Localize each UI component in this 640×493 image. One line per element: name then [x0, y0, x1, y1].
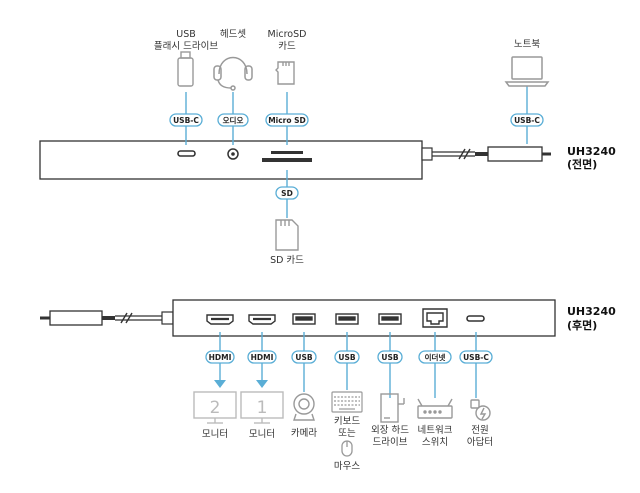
- rear-usb1-port: [292, 313, 316, 325]
- keyboard-icon: [331, 391, 363, 413]
- power-adapter-icon: [470, 399, 491, 421]
- svg-text:SD: SD: [281, 189, 293, 198]
- usb-flash-label-2: 플래시 드라이브: [154, 41, 218, 52]
- rear-view: UH3240 (후면) HDMI HDMI USB: [40, 299, 616, 472]
- rear-usb3-pill: USB: [377, 350, 403, 364]
- monitor-1-label: 모니터: [249, 429, 275, 440]
- front-microsd-pill: Micro SD: [265, 113, 309, 127]
- front-audio-port: [227, 148, 239, 160]
- front-usbc-pill: USB-C: [169, 113, 203, 127]
- camera-icon: [293, 393, 315, 421]
- camera-label: 카메라: [291, 428, 317, 439]
- svg-text:Micro SD: Micro SD: [268, 116, 306, 125]
- svg-text:USB-C: USB-C: [463, 353, 489, 362]
- monitor-2-icon: [193, 391, 237, 424]
- rear-side-label: (후면): [567, 318, 597, 332]
- svg-text:HDMI: HDMI: [251, 353, 274, 362]
- rear-usb1-pill: USB: [291, 350, 317, 364]
- power-adapter-label-2: 아답터: [467, 436, 493, 448]
- mouse-icon: [341, 440, 353, 457]
- monitor-2-number: 2: [210, 398, 221, 418]
- rear-usb3-port: [378, 313, 402, 325]
- rear-ethernet-pill: 이더넷: [418, 350, 452, 364]
- front-usbc-port: [177, 150, 196, 157]
- svg-text:USB: USB: [295, 353, 312, 362]
- monitor-2-label: 모니터: [202, 429, 228, 440]
- network-switch-label-1: 네트워크: [418, 425, 453, 436]
- svg-text:이더넷: 이더넷: [425, 352, 446, 362]
- front-laptop-pill: USB-C: [510, 113, 544, 127]
- network-switch-label-2: 스위치: [422, 436, 448, 448]
- rear-hub-body: [172, 299, 556, 337]
- or-label: 또는: [338, 428, 356, 439]
- rear-usb2-pill: USB: [334, 350, 360, 364]
- front-hub-body: [39, 140, 423, 180]
- front-model-label: UH3240: [567, 145, 616, 158]
- power-adapter-label-1: 전원: [471, 425, 488, 436]
- rear-hdmi1-port: [206, 314, 234, 325]
- ext-drive-label-2: 드라이브: [373, 437, 408, 448]
- rear-ethernet-port: [422, 308, 448, 328]
- rear-usb2-port: [335, 313, 359, 325]
- rear-cable: [40, 310, 174, 326]
- rear-hdmi2-pill: HDMI: [247, 350, 277, 364]
- sd-card-icon: [275, 219, 299, 251]
- monitor-1-number: 1: [257, 398, 268, 418]
- mouse-label: 마우스: [334, 461, 360, 472]
- usb-flash-label-1: USB: [176, 29, 196, 40]
- network-switch-icon: [417, 398, 453, 419]
- front-sd-pill: SD: [275, 186, 299, 200]
- svg-text:오디오: 오디오: [223, 115, 244, 125]
- external-drive-icon: [380, 393, 405, 423]
- front-side-label: (전면): [567, 157, 597, 171]
- microsd-label-1: MicroSD: [268, 29, 307, 40]
- rear-usbc-pill: USB-C: [459, 350, 493, 364]
- microsd-label-2: 카드: [278, 41, 296, 52]
- ext-drive-label-1: 외장 하드: [371, 424, 409, 436]
- rear-usbc-port: [466, 315, 485, 322]
- front-cable: [421, 146, 551, 162]
- microsd-card-icon: [275, 61, 295, 85]
- svg-text:USB-C: USB-C: [173, 116, 199, 125]
- front-microsd-slot: [271, 151, 303, 154]
- laptop-label: 노트북: [514, 39, 540, 50]
- front-audio-pill: 오디오: [217, 113, 249, 127]
- front-view: UH3240 (전면) USB-C 오디오 Micro SD USB-C: [39, 28, 616, 266]
- monitor-1-icon: [240, 391, 284, 424]
- svg-text:USB: USB: [338, 353, 355, 362]
- sd-card-label: SD 카드: [270, 255, 304, 266]
- svg-text:USB-C: USB-C: [514, 116, 540, 125]
- front-sd-slot: [262, 158, 312, 162]
- rear-hdmi2-port: [248, 314, 276, 325]
- rear-model-label: UH3240: [567, 305, 616, 318]
- keyboard-label: 키보드: [334, 416, 360, 427]
- headset-label: 헤드셋: [220, 28, 246, 40]
- laptop-icon: [504, 56, 550, 87]
- svg-text:HDMI: HDMI: [209, 353, 232, 362]
- usb-flash-drive-icon: [177, 51, 194, 87]
- headset-icon: [213, 56, 253, 91]
- rear-hdmi1-pill: HDMI: [205, 350, 235, 364]
- svg-text:USB: USB: [381, 353, 398, 362]
